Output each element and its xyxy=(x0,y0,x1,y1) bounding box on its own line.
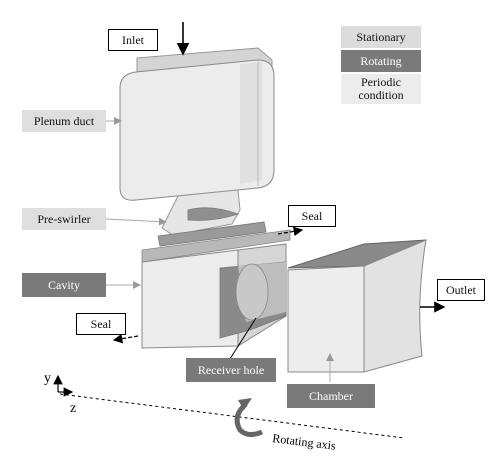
legend-periodic-line1: Periodic xyxy=(361,75,401,89)
pre-swirler-label: Pre-swirler xyxy=(22,208,106,230)
legend-rotating: Rotating xyxy=(341,50,421,72)
y-axis-label: y xyxy=(44,371,51,386)
rotation-arrowhead-icon xyxy=(238,398,252,410)
outlet-label: Outlet xyxy=(437,279,485,301)
plenum-duct-label: Plenum duct xyxy=(22,110,106,132)
chamber-shape xyxy=(287,239,427,373)
rotating-axis-label: Rotating axis xyxy=(272,431,337,453)
legend-stationary: Stationary xyxy=(341,26,421,48)
rotation-direction-arrow xyxy=(234,402,263,438)
inlet-label: Inlet xyxy=(108,29,158,51)
receiver-hole-leader-line xyxy=(227,317,257,363)
seal-top-label: Seal xyxy=(288,205,336,227)
cavity-label: Cavity xyxy=(22,273,106,297)
coordinate-axes: y z xyxy=(44,371,76,416)
legend-periodic-line2: condition xyxy=(358,88,404,102)
cavity-shape xyxy=(141,229,291,349)
pre-swirler-shape xyxy=(157,189,267,247)
chamber-label: Chamber xyxy=(287,384,375,408)
seal-top-arrow xyxy=(277,226,304,237)
legend-periodic-condition: Periodic condition xyxy=(341,74,421,104)
z-axis-label: z xyxy=(70,401,76,416)
receiver-hole-label: Receiver hole xyxy=(186,358,276,382)
seal-bottom-label: Seal xyxy=(76,313,126,335)
rotating-axis-line xyxy=(59,393,405,439)
pre-swirler-leader-line xyxy=(105,217,167,226)
seal-bottom-arrow xyxy=(112,333,139,344)
plenum-duct-shape xyxy=(119,47,275,201)
